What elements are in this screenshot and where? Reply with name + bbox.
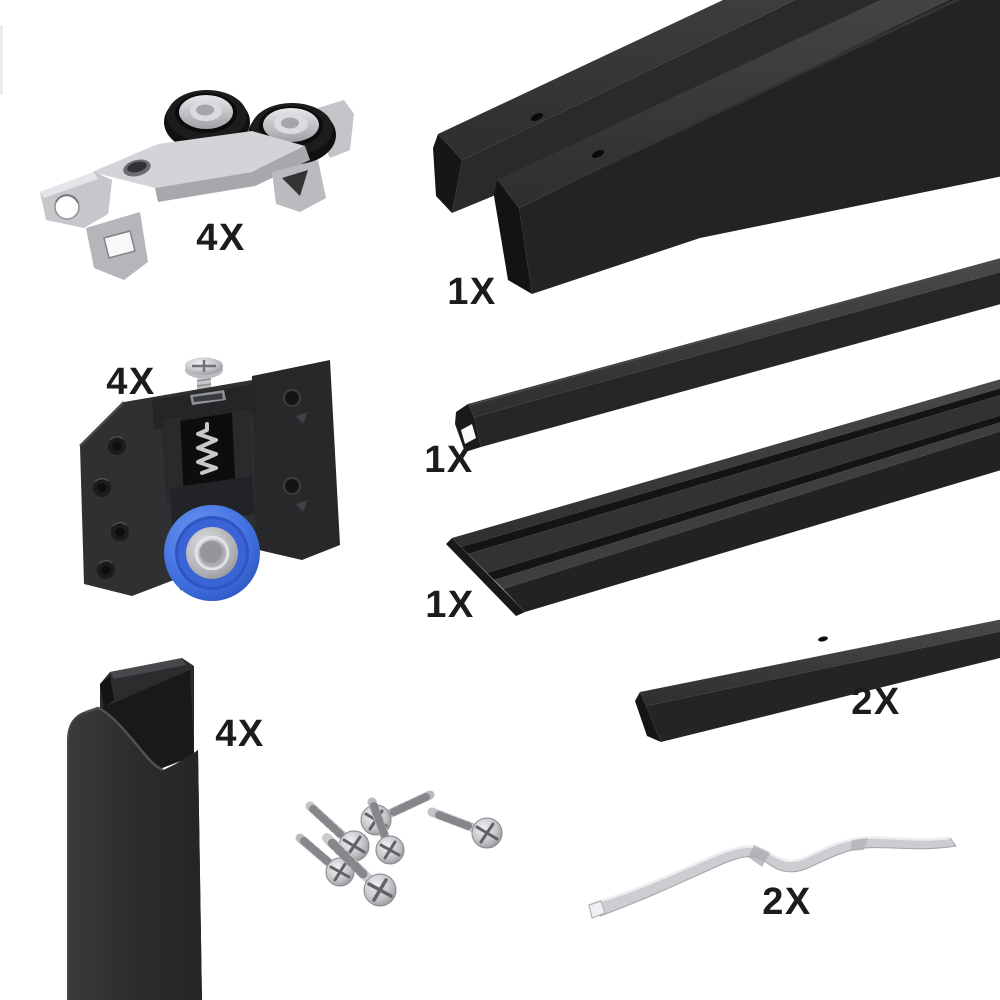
guide-rail-image [455,258,1000,452]
vertical-channel-image [67,658,202,1000]
qty-label-roller-bracket: 4X [196,217,245,259]
angle-rail-image [635,619,1000,742]
roller-assembly-image [79,357,340,601]
screw [367,797,405,865]
qty-label-spring-strip: 2X [762,881,811,923]
spring [196,422,218,475]
qty-label-guide-rail: 1X [424,439,473,481]
screw [427,807,503,849]
roller-bracket-image [40,90,354,280]
floor-track-image [446,379,1000,616]
screw [322,833,397,907]
bracket-slot [103,230,136,259]
screw-hole [818,636,828,642]
screws-image [295,790,503,907]
screw-hole [591,150,605,158]
mounting-holes [93,435,129,579]
blue-wheel [164,505,260,601]
qty-label-top-track: 1X [447,271,496,313]
qty-label-angle-rail: 2X [851,681,900,723]
qty-label-roller-assembly: 4X [106,361,155,403]
strip-end-cap [588,900,606,919]
qty-label-vertical-channel: 4X [215,713,264,755]
spring-strip-image [588,836,957,919]
screw-hole [530,113,544,121]
cropped-part-edge [0,25,3,95]
screw [295,833,355,887]
top-track-image [433,0,1000,294]
qty-label-floor-track: 1X [425,584,474,626]
